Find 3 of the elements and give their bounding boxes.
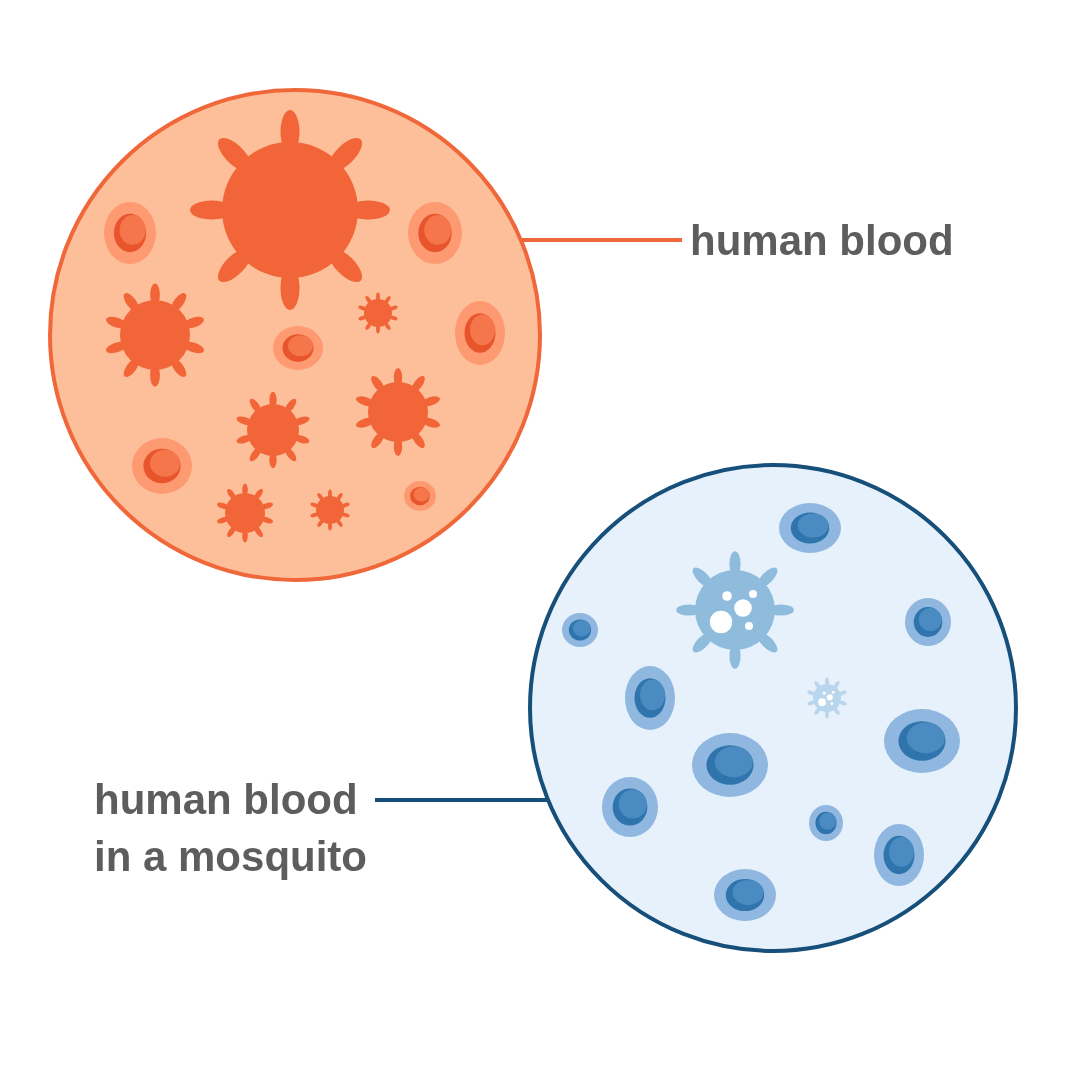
leader-line [520, 238, 682, 242]
label-text: human blood [690, 216, 955, 266]
label-text: human blood in a mosquito [94, 775, 368, 882]
